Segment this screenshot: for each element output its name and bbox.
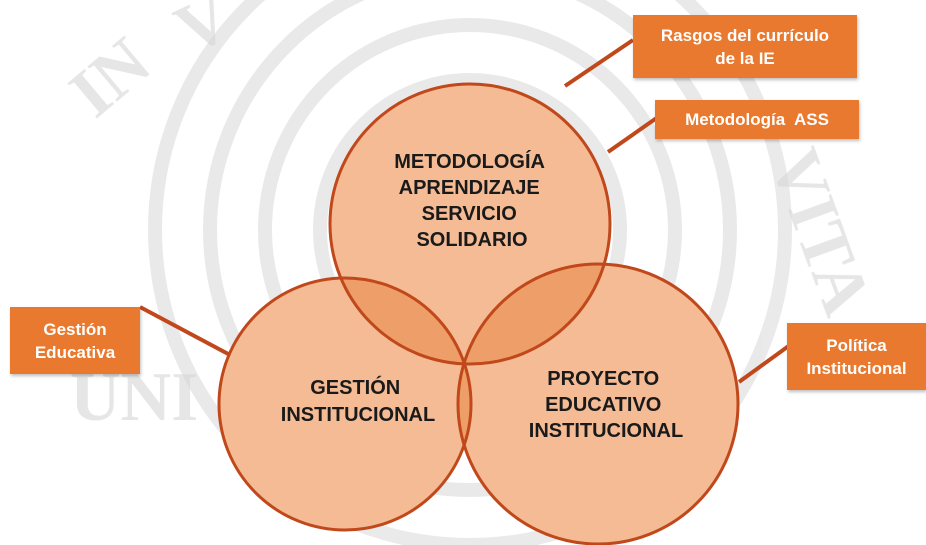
circle-metodologia-label: METODOLOGÍA APRENDIZAJE SERVICIO SOLIDAR… xyxy=(394,150,550,251)
callout-gestion-line-1: Gestión xyxy=(43,319,107,339)
callout-politica-institucional: Política Institucional xyxy=(787,323,926,390)
circle-proyecto-label: PROYECTO EDUCATIVO INSTITUCIONAL xyxy=(529,368,683,442)
callout-rasgos-line-2: de la IE xyxy=(715,48,775,68)
connector-ass xyxy=(606,115,660,154)
connector-politica xyxy=(737,343,792,384)
callout-politica-line-2: Institucional xyxy=(806,358,907,378)
callout-politica-line-1: Política xyxy=(826,335,887,355)
connector-rasgos xyxy=(563,38,635,88)
callout-gestion-educativa: Gestión Educativa xyxy=(10,307,140,374)
callout-rasgos-curriculo: Rasgos del currículo de la IE xyxy=(633,15,857,78)
callout-metodologia-ass: Metodología ASS xyxy=(655,100,859,139)
callout-gestion-line-2: Educativa xyxy=(34,342,116,362)
connector-gestion xyxy=(139,305,233,358)
circle-gestion-label: GESTIÓN INSTITUCIONAL xyxy=(281,375,435,426)
callout-ass-line-1: Metodología ASS xyxy=(685,110,829,129)
overlap-regions xyxy=(330,264,610,530)
callout-rasgos-line-1: Rasgos del currículo xyxy=(660,25,830,45)
